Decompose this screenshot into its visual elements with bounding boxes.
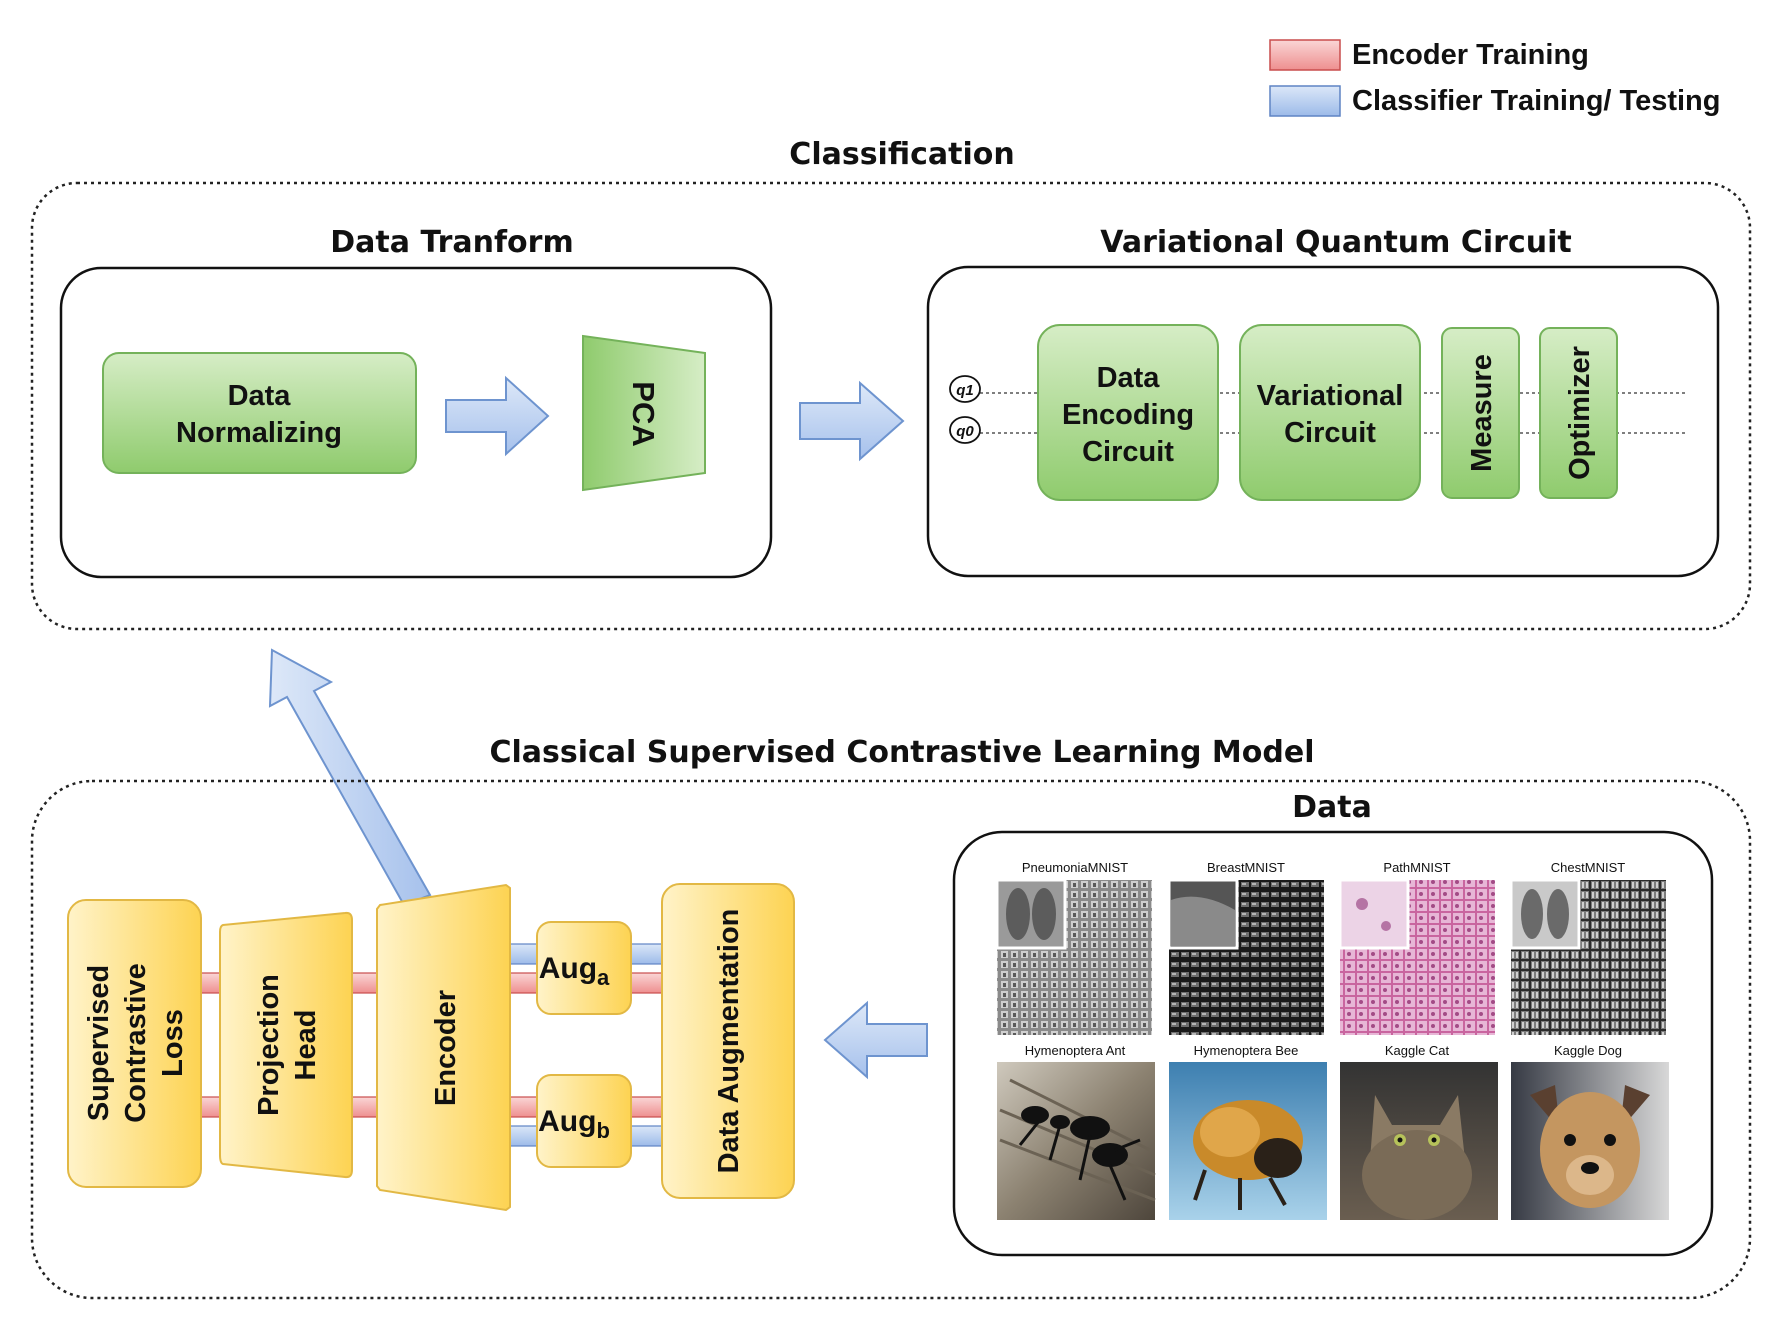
arrow-data-to-augmentation: [823, 1000, 928, 1080]
data-transform-title: Data Tranform: [330, 225, 573, 260]
data-encoding-label-3: Circuit: [1082, 436, 1174, 468]
data-normalizing-label-1: Data: [228, 380, 292, 412]
arrow-encoder-to-classification: [268, 648, 432, 907]
contrastive-loss-label-3: Loss: [157, 1009, 189, 1077]
optimizer-block: [1539, 327, 1618, 499]
pca-block: [582, 334, 706, 492]
vqc-title: Variational Quantum Circuit: [1100, 225, 1571, 260]
legend-swatch-classifier: [1269, 85, 1341, 117]
data-augmentation-block: [661, 883, 795, 1199]
encoder-label: Encoder: [430, 990, 462, 1106]
dog-photo: [1511, 1062, 1669, 1220]
optimizer-label: Optimizer: [1564, 346, 1596, 480]
band-blue-aug-b-augmentation: [627, 1125, 667, 1147]
scl-title: Classical Supervised Contrastive Learnin…: [489, 735, 1314, 770]
projection-head-label-1: Projection: [253, 974, 285, 1116]
data-augmentation-label: Data Augmentation: [713, 909, 745, 1174]
dataset-caption-breast: BreastMNIST: [1207, 860, 1285, 875]
aug-a-label: Auga: [539, 952, 610, 990]
scl-frame: [30, 779, 1752, 1300]
pca-label: PCA: [626, 381, 661, 446]
breast-mosaic-image: [1167, 878, 1324, 1035]
data-normalizing-label-2: Normalizing: [176, 417, 342, 449]
band-red-aug-b-augmentation: [627, 1096, 667, 1118]
variational-circuit-block: [1239, 324, 1421, 501]
aug-b-label: Augb: [538, 1105, 610, 1143]
legend-label-encoder: Encoder Training: [1352, 39, 1589, 71]
dataset-caption-ant: Hymenoptera Ant: [1025, 1043, 1126, 1058]
scl-section: Classical Supervised Contrastive Learnin…: [30, 735, 1752, 1300]
classification-frame: [30, 181, 1752, 631]
band-blue-aug-a-augmentation: [627, 943, 667, 965]
path-mosaic-image: [1338, 878, 1495, 1035]
projection-head-label-2: Head: [290, 1010, 322, 1081]
encoder-block: [376, 883, 511, 1212]
dataset-caption-dog: Kaggle Dog: [1554, 1043, 1622, 1058]
legend-swatch-encoder: [1269, 39, 1341, 71]
bee-photo: [1169, 1062, 1327, 1220]
variational-circuit-label-1: Variational: [1257, 380, 1404, 412]
cat-photo: [1340, 1062, 1498, 1220]
dataset-caption-bee: Hymenoptera Bee: [1194, 1043, 1299, 1058]
qubit-label-q1: q1: [956, 382, 974, 399]
aug-b-block: [536, 1074, 632, 1168]
aug-a-block: [536, 921, 632, 1015]
measure-block: [1441, 327, 1520, 499]
dataset-caption-cat: Kaggle Cat: [1385, 1043, 1450, 1058]
classification-title: Classification: [789, 137, 1014, 172]
pneumonia-mosaic-image: [995, 878, 1152, 1035]
ant-photo: [997, 1062, 1156, 1220]
data-encoding-label-2: Encoding: [1062, 399, 1194, 431]
qubit-node-q1: [949, 375, 981, 403]
measure-label: Measure: [1466, 354, 1498, 472]
dataset-caption-chest: ChestMNIST: [1551, 860, 1625, 875]
contrastive-loss-label-2: Contrastive: [120, 963, 152, 1123]
contrastive-loss-label-1: Supervised: [83, 965, 115, 1121]
data-encoding-circuit-block: [1037, 324, 1219, 501]
legend-label-classifier: Classifier Training/ Testing: [1352, 85, 1721, 117]
arrow-normalizing-to-pca: [445, 375, 550, 457]
variational-circuit-label-2: Circuit: [1284, 417, 1376, 449]
contrastive-loss-block: [67, 899, 202, 1188]
connector-bands: [194, 943, 667, 1147]
projection-head-block: [219, 911, 353, 1179]
data-normalizing-block: [102, 352, 417, 474]
dataset-caption-path: PathMNIST: [1383, 860, 1450, 875]
classification-section: Classification Data Tranform Data Normal…: [30, 137, 1752, 631]
band-red-aug-a-augmentation: [627, 972, 667, 994]
chest-mosaic-image: [1509, 878, 1666, 1035]
qubit-label-q0: q0: [956, 423, 974, 440]
arrow-pca-to-vqc: [799, 380, 905, 462]
qubit-node-q0: [949, 416, 981, 444]
legend: Encoder Training Classifier Training/ Te…: [1269, 39, 1721, 117]
data-title: Data: [1292, 790, 1372, 825]
data-encoding-label-1: Data: [1097, 362, 1161, 394]
dataset-caption-pneumonia: PneumoniaMNIST: [1022, 860, 1128, 875]
